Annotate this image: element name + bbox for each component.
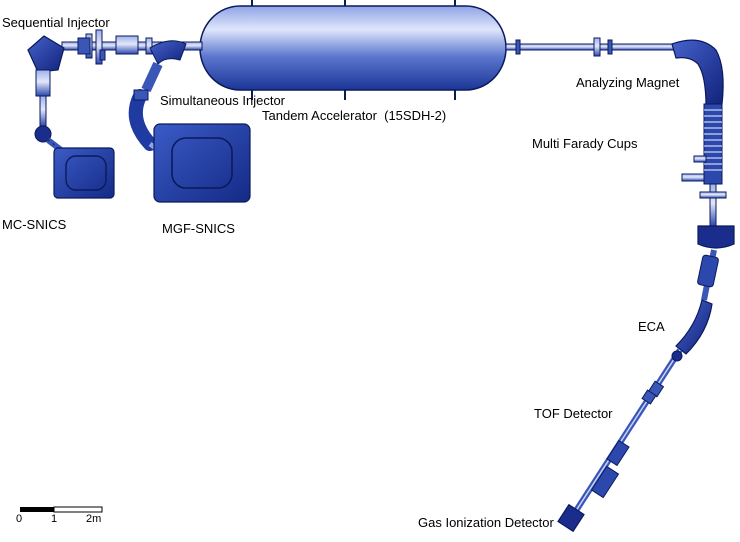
label-sequential-injector: Sequential Injector xyxy=(2,15,110,30)
label-tof-detector: TOF Detector xyxy=(534,406,613,421)
sequential-injector-magnet xyxy=(27,35,76,163)
label-mgf-snics: MGF-SNICS xyxy=(162,221,235,236)
gas-ionization-detector xyxy=(557,503,585,533)
label-mc-snics: MC-SNICS xyxy=(2,217,67,232)
scale-bar xyxy=(20,506,103,513)
label-analyzing-magnet: Analyzing Magnet xyxy=(576,75,680,90)
scale-tick-2m: 2m xyxy=(86,513,102,525)
tandem-accelerator-tank xyxy=(199,0,507,100)
mc-snics-source xyxy=(53,147,115,199)
label-tandem-accelerator: Tandem Accelerator (15SDH-2) xyxy=(262,108,447,123)
scale-tick-0: 0 xyxy=(16,513,23,525)
label-multi-faraday-cups: Multi Farady Cups xyxy=(532,136,638,151)
scale-tick-1: 1 xyxy=(51,513,58,525)
switching-chamber xyxy=(697,225,735,249)
eca-beamline xyxy=(697,249,719,301)
tof-beamline xyxy=(567,348,683,522)
label-simultaneous-injector: Simultaneous Injector xyxy=(160,93,286,108)
label-gas-ionization-detector: Gas Ionization Detector xyxy=(418,515,554,530)
label-eca: ECA xyxy=(638,319,665,334)
mgf-snics-source xyxy=(153,123,251,203)
eca-magnet xyxy=(675,299,713,355)
analyzing-magnet xyxy=(671,39,724,107)
high-energy-beamline xyxy=(505,37,683,57)
faraday-cup-stack xyxy=(681,103,727,227)
injector-beamline xyxy=(61,29,203,65)
